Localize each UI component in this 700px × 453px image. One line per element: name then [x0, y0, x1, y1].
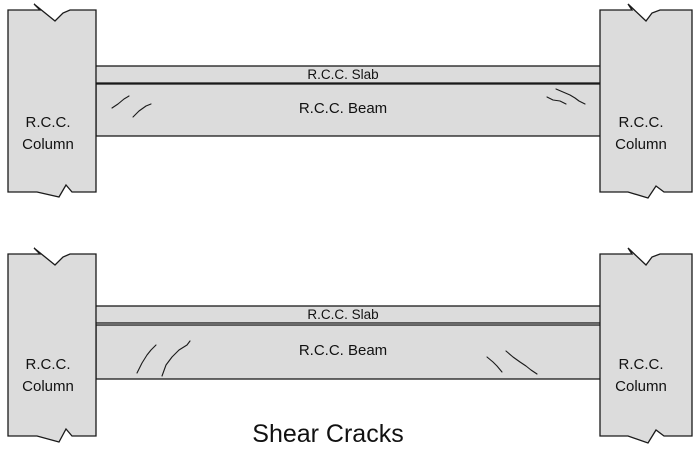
left-column-label-line2: Column — [22, 378, 74, 395]
right-column-label-line1: R.C.C. — [619, 114, 664, 131]
left-column-label-line2: Column — [22, 136, 74, 153]
crack-line — [111, 95, 130, 109]
left-column-label-line1: R.C.C. — [26, 356, 71, 373]
left-column-top — [7, 3, 97, 198]
beam-label: R.C.C. Beam — [299, 100, 387, 117]
slab-label: R.C.C. Slab — [307, 307, 378, 322]
crack-line — [486, 356, 503, 373]
right-column-label-line1: R.C.C. — [619, 356, 664, 373]
right-column-bottom — [599, 247, 693, 444]
diagram-caption: Shear Cracks — [252, 420, 403, 448]
panel-top: R.C.C. Slab R.C.C. Beam R.C.C. Column R.… — [7, 3, 693, 199]
beam-label: R.C.C. Beam — [299, 342, 387, 359]
beam-top — [95, 83, 605, 137]
crack-line — [555, 88, 586, 105]
crack-line — [546, 96, 567, 105]
crack-line — [505, 350, 538, 375]
panel-bottom: R.C.C. Slab R.C.C. Beam R.C.C. Column R.… — [7, 247, 693, 444]
left-column-label-line1: R.C.C. — [26, 114, 71, 131]
crack-line — [161, 340, 191, 377]
slab-label: R.C.C. Slab — [307, 67, 378, 82]
left-column-bottom — [7, 247, 97, 443]
right-column-label-line2: Column — [615, 136, 667, 153]
crack-line — [136, 344, 157, 374]
beam-bottom — [95, 324, 605, 380]
crack-line — [132, 103, 152, 118]
cracks-bottom — [136, 340, 538, 377]
cracks-top — [111, 88, 586, 118]
right-column-label-line2: Column — [615, 378, 667, 395]
right-column-top — [599, 3, 693, 199]
